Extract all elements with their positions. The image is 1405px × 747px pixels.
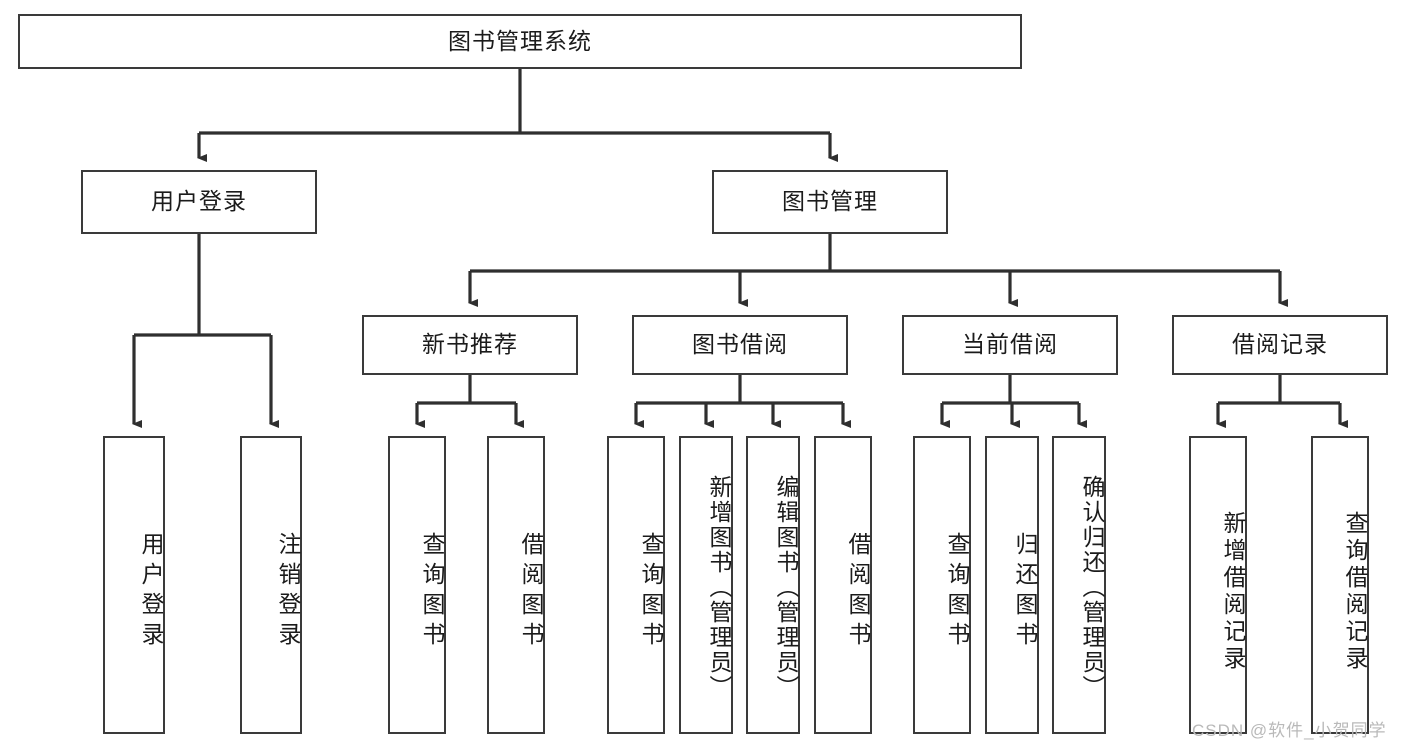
- node-book-manage-label: 图书管理: [782, 188, 878, 215]
- leaf-borrow-book-2[interactable]: 借阅图书: [814, 436, 872, 734]
- leaf-user-login[interactable]: 用户登录: [103, 436, 165, 734]
- leaf-query-book-3[interactable]: 查询图书: [913, 436, 971, 734]
- node-user-login-label: 用户登录: [151, 188, 247, 215]
- leaf-return-book[interactable]: 归还图书: [985, 436, 1039, 734]
- leaf-query-borrow-record[interactable]: 查询借阅记录: [1311, 436, 1369, 734]
- leaf-add-book-admin[interactable]: 新增图书（管理员）: [679, 436, 733, 734]
- leaf-confirm-return-admin[interactable]: 确认归还（管理员）: [1052, 436, 1106, 734]
- leaf-user-logout[interactable]: 注销登录: [240, 436, 302, 734]
- node-user-login[interactable]: 用户登录: [81, 170, 317, 234]
- leaf-query-book-1[interactable]: 查询图书: [388, 436, 446, 734]
- node-book-borrow-label: 图书借阅: [692, 331, 788, 358]
- leaf-borrow-book-1[interactable]: 借阅图书: [487, 436, 545, 734]
- leaf-edit-book-admin-label: 编辑图书（管理员）: [773, 474, 799, 700]
- node-new-book-recommend-label: 新书推荐: [422, 331, 518, 358]
- csdn-watermark: CSDN @软件_小贺同学: [1192, 721, 1387, 740]
- leaf-return-book-label: 归还图书: [1012, 532, 1038, 652]
- leaf-query-book-1-label: 查询图书: [419, 532, 445, 652]
- node-current-borrow-label: 当前借阅: [962, 331, 1058, 358]
- node-book-borrow[interactable]: 图书借阅: [632, 315, 848, 375]
- node-book-manage[interactable]: 图书管理: [712, 170, 948, 234]
- leaf-borrow-book-1-label: 借阅图书: [518, 532, 544, 652]
- leaf-user-logout-label: 注销登录: [275, 532, 301, 652]
- leaf-borrow-book-2-label: 借阅图书: [845, 532, 871, 652]
- node-borrow-record[interactable]: 借阅记录: [1172, 315, 1388, 375]
- leaf-query-book-2[interactable]: 查询图书: [607, 436, 665, 734]
- leaf-query-borrow-record-label: 查询借阅记录: [1342, 511, 1368, 673]
- node-root[interactable]: 图书管理系统: [18, 14, 1022, 69]
- leaf-add-borrow-record-label: 新增借阅记录: [1220, 511, 1246, 673]
- leaf-query-book-3-label: 查询图书: [944, 532, 970, 652]
- node-current-borrow[interactable]: 当前借阅: [902, 315, 1118, 375]
- leaf-query-book-2-label: 查询图书: [638, 532, 664, 652]
- leaf-add-book-admin-label: 新增图书（管理员）: [706, 474, 732, 700]
- node-root-label: 图书管理系统: [448, 27, 592, 54]
- leaf-edit-book-admin[interactable]: 编辑图书（管理员）: [746, 436, 800, 734]
- node-borrow-record-label: 借阅记录: [1232, 331, 1328, 358]
- node-new-book-recommend[interactable]: 新书推荐: [362, 315, 578, 375]
- leaf-confirm-return-admin-label: 确认归还（管理员）: [1079, 474, 1105, 700]
- leaf-user-login-label: 用户登录: [138, 532, 164, 652]
- leaf-add-borrow-record[interactable]: 新增借阅记录: [1189, 436, 1247, 734]
